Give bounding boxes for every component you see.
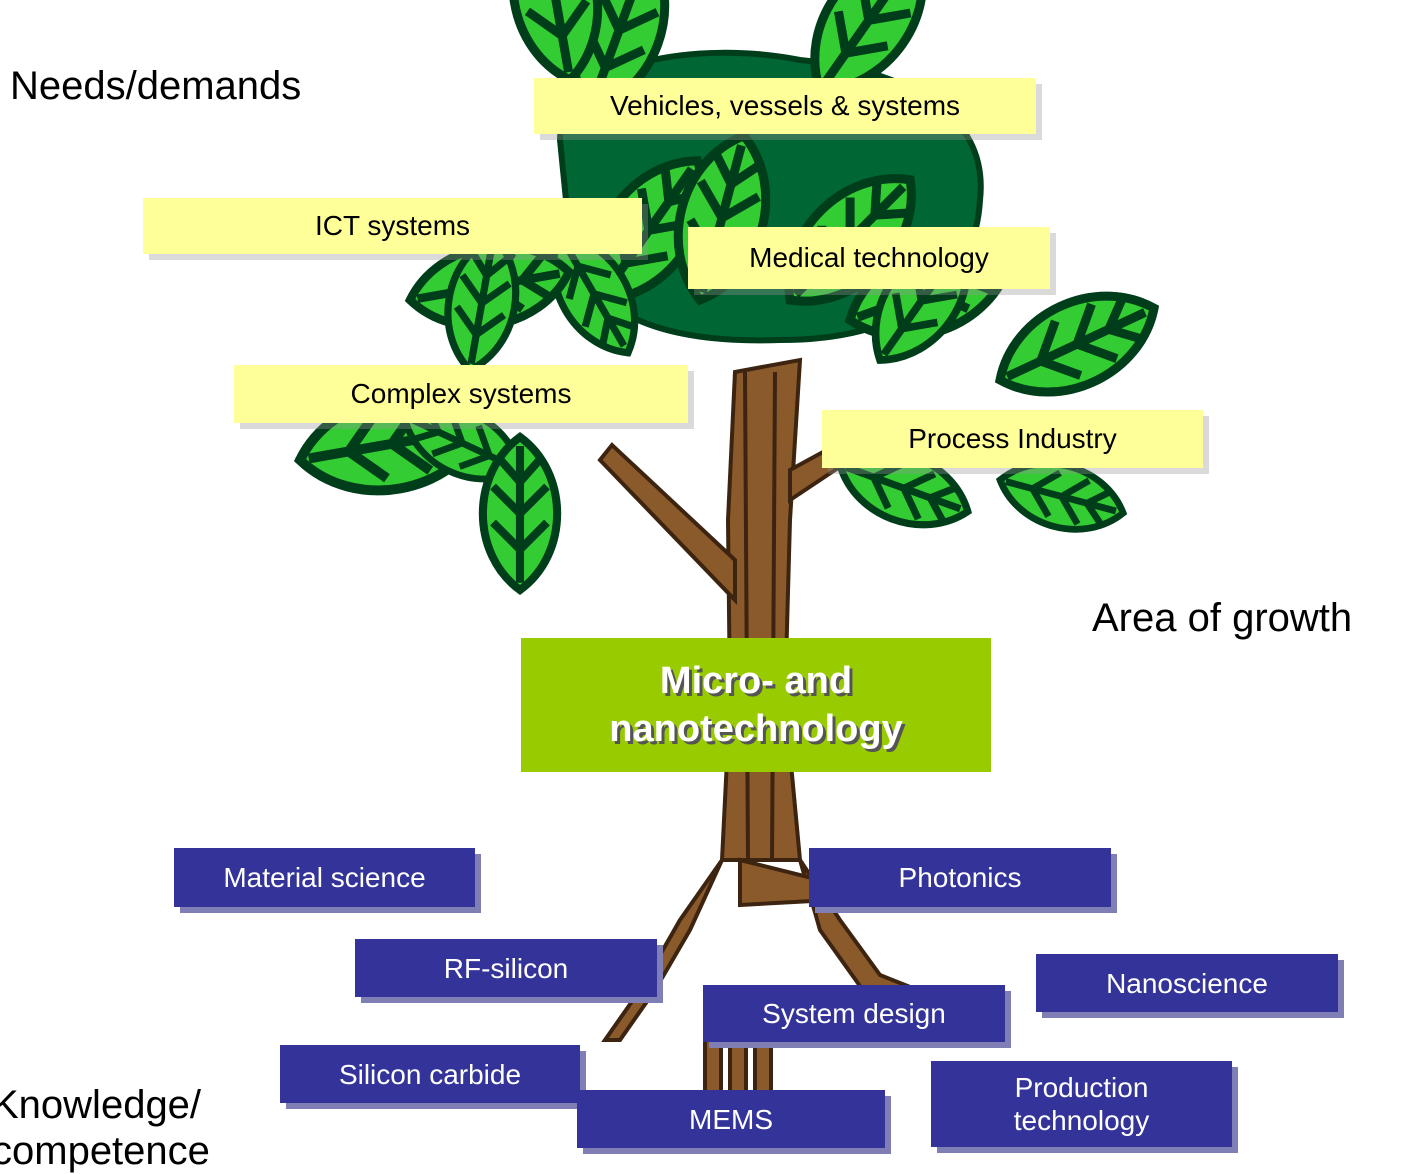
application-box: Medical technology (688, 227, 1050, 289)
competence-label: Silicon carbide (338, 1058, 522, 1090)
competence-label: Photonics (898, 862, 1022, 893)
application-box: Complex systems (234, 365, 688, 423)
competence-box: Nanoscience (1036, 954, 1338, 1012)
competence-box: MEMS (577, 1090, 885, 1148)
competence-box: Production technology (931, 1061, 1232, 1147)
application-label: Medical technology (749, 242, 989, 273)
competence-box: RF-silicon (355, 939, 657, 997)
application-box: Process Industry (822, 410, 1203, 468)
knowledge-label-line1: Knowledge/ (0, 1083, 202, 1127)
competence-label: RF-silicon (443, 952, 569, 984)
competence-box: Photonics (809, 848, 1111, 907)
competence-label: MEMS (689, 1103, 773, 1135)
application-box: ICT systems (143, 198, 642, 254)
competence-box: System design (703, 985, 1005, 1042)
competence-label: Material science (223, 862, 426, 893)
application-label: Process Industry (908, 423, 1117, 454)
competence-label: System design (762, 998, 946, 1029)
competence-label: Production technology (1013, 1072, 1150, 1136)
area-of-growth-label: Area of growth (1092, 596, 1353, 640)
competence-box: Silicon carbide (280, 1045, 580, 1103)
competence-label: Nanoscience (1106, 967, 1268, 999)
application-label: ICT systems (314, 210, 471, 241)
competence-box: Material science (174, 848, 475, 907)
needs-demands-label: Needs/demands (10, 64, 302, 108)
micro-nanotechnology-box: Micro- and nanotechnology (521, 638, 991, 772)
application-label: Vehicles, vessels & systems (609, 90, 961, 121)
knowledge-label-line2: competence (0, 1129, 210, 1173)
application-label: Complex systems (350, 378, 572, 409)
center-title-line2: nanotechnology (609, 708, 903, 750)
application-box: Vehicles, vessels & systems (534, 78, 1036, 134)
center-title-line1: Micro- and (659, 660, 853, 702)
